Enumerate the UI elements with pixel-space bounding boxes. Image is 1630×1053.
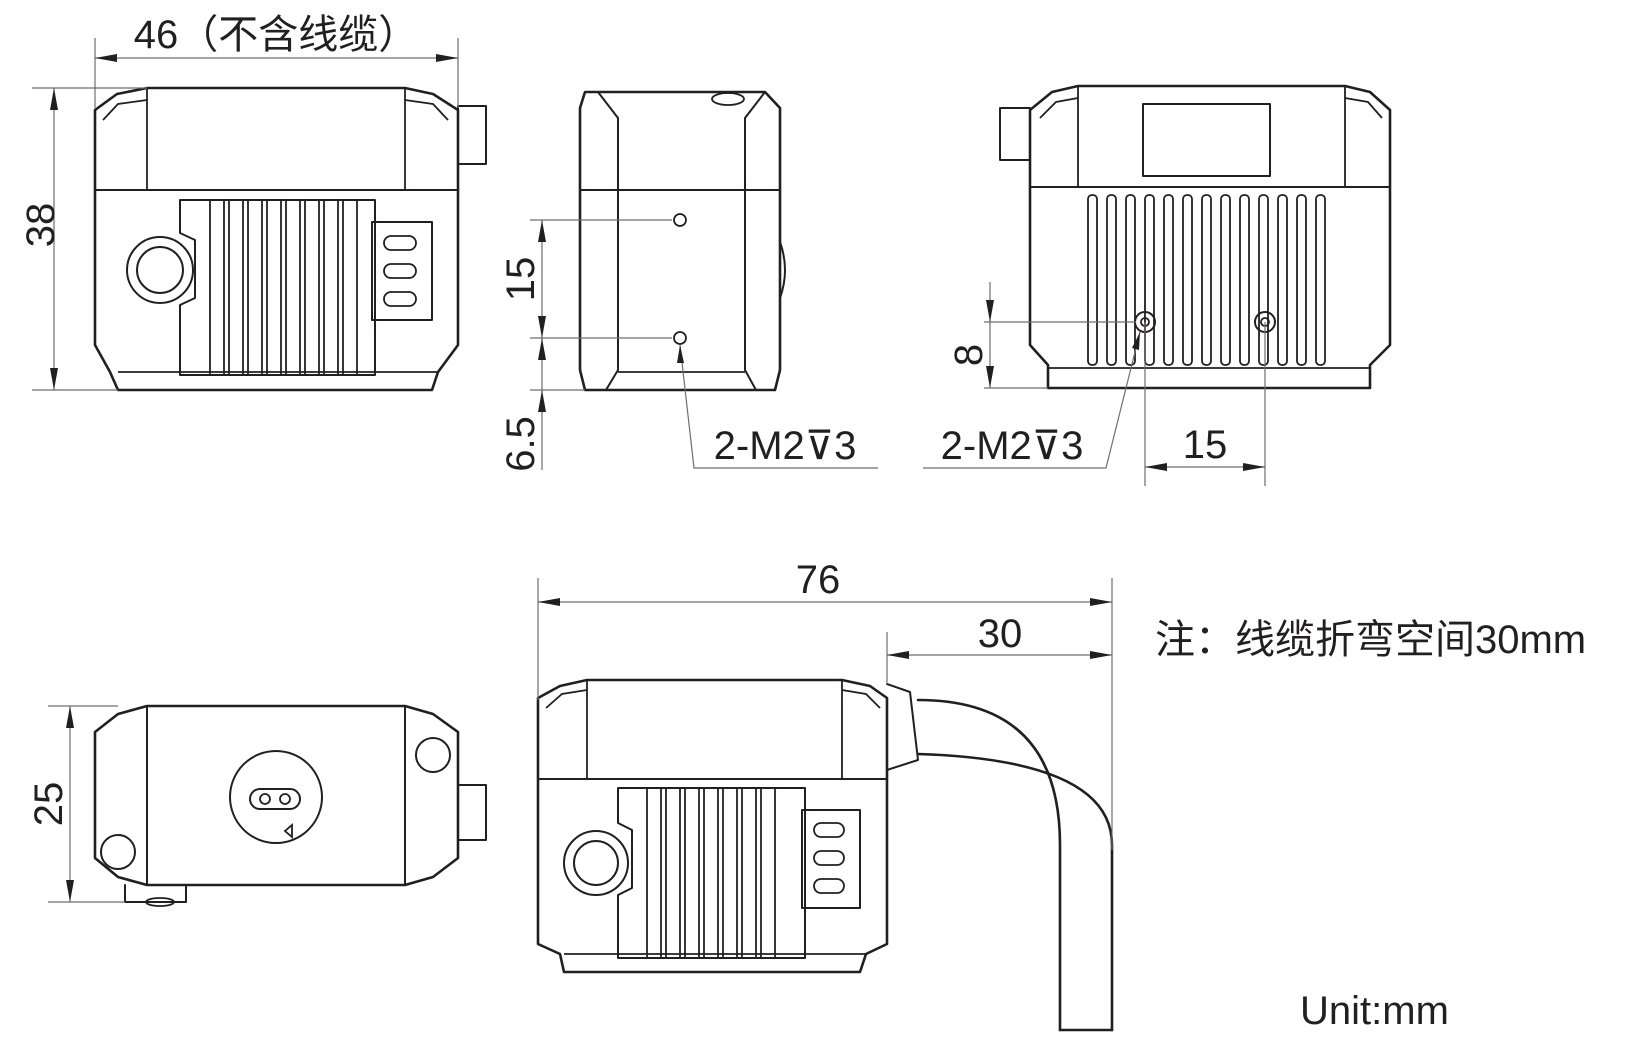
dimension-labels: 46（不含线缆） 38 15 6.5 2-M2⊽3 8 2-M2⊽3 15 25… [19,13,1227,826]
side-thread-label: 2-M2⊽3 [714,424,857,468]
side-view [578,90,786,392]
total-length-label: 76 [796,558,841,602]
front-height-label: 38 [19,203,63,248]
unit-label: Unit:mm [1300,989,1449,1033]
top-depth-label: 25 [27,782,71,827]
cable-bend-note: 注：线缆折弯空间30mm [1155,618,1586,662]
dimension-lines [32,38,1266,903]
back-thread-label: 2-M2⊽3 [941,424,1084,468]
back-view [999,84,1392,390]
side-hole-offset-label: 6.5 [499,416,543,472]
front-view-with-cable [536,678,1114,1032]
back-hole-height-label: 8 [947,344,991,366]
top-view [93,704,487,907]
front-view [93,86,487,392]
back-hole-spacing-label: 15 [1183,423,1228,467]
cable-clearance-label: 30 [978,612,1023,656]
side-hole-spacing-label: 15 [499,257,543,302]
front-width-label: 46（不含线缆） [134,13,419,57]
